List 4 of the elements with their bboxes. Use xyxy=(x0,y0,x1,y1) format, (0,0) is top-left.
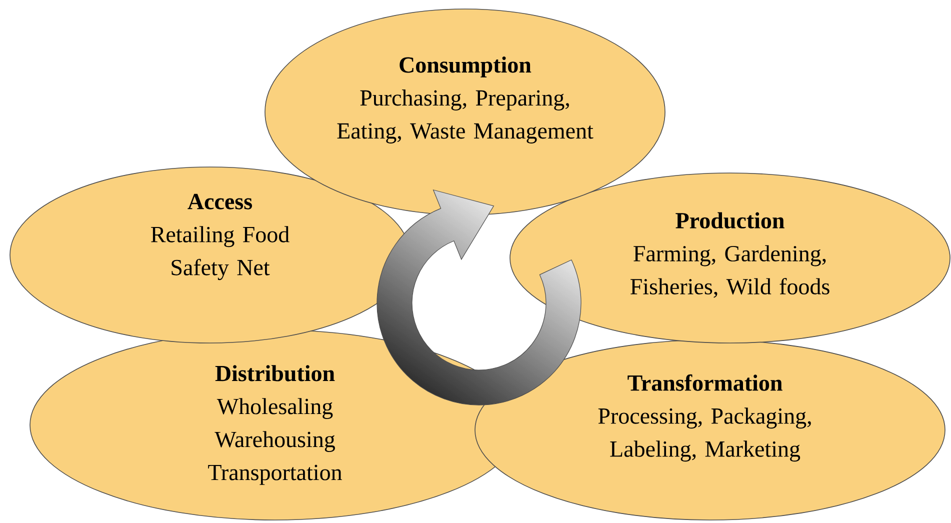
oval: Production Farming, Gardening, Fisheries, Wild foods xyxy=(510,172,950,344)
oval: Access Retailing Food Safety Net xyxy=(10,166,410,344)
oval: Transformation Processing, Packaging, Labeling, Marketing xyxy=(474,340,946,520)
oval: Consumption Purchasing, Preparing, Eating, Waste Management xyxy=(264,8,666,216)
